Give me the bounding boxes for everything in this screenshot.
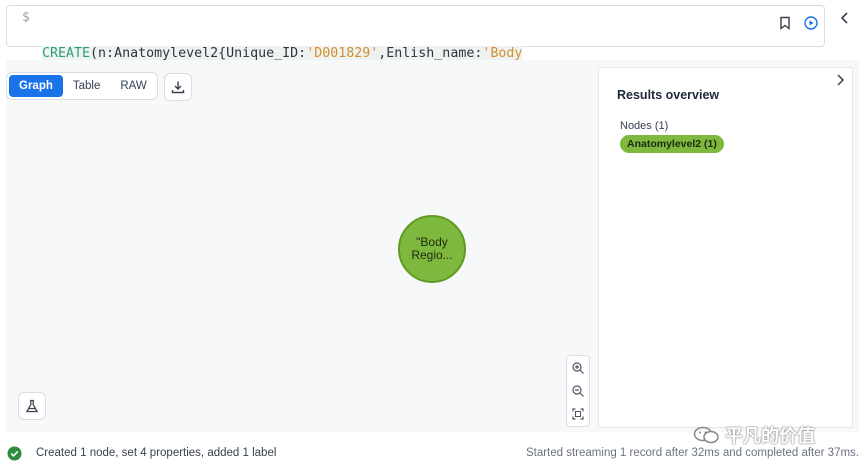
node-caption-line2: Regio... bbox=[411, 248, 453, 262]
flask-icon bbox=[25, 399, 39, 413]
query-token: 'Body bbox=[482, 46, 523, 61]
chevron-right-icon[interactable] bbox=[835, 73, 847, 87]
download-icon bbox=[171, 81, 185, 94]
zoom-in-icon[interactable] bbox=[571, 361, 585, 375]
tab-raw[interactable]: RAW bbox=[120, 80, 147, 92]
flask-button[interactable] bbox=[18, 392, 46, 420]
tab-graph[interactable]: Graph bbox=[9, 75, 63, 97]
run-icon[interactable] bbox=[804, 16, 818, 30]
overview-title: Results overview bbox=[617, 88, 720, 102]
status-timing: Started streaming 1 record after 32ms an… bbox=[525, 447, 859, 459]
success-check-icon bbox=[7, 446, 22, 461]
node-caption-line1: "Body bbox=[416, 235, 448, 249]
query-token: CREATE bbox=[42, 46, 91, 61]
tab-table[interactable]: Table bbox=[72, 80, 101, 92]
chevron-left-icon[interactable] bbox=[838, 10, 852, 26]
nodes-count-label: Nodes (1) bbox=[620, 120, 669, 132]
query-token-group: CREATE(n:Anatomylevel2{Unique_ID:'D00182… bbox=[42, 46, 523, 61]
query-token: 'D001829' bbox=[306, 46, 379, 61]
fit-view-icon[interactable] bbox=[571, 407, 585, 421]
node-label-chip[interactable]: Anatomylevel2 (1) bbox=[620, 135, 724, 153]
download-button[interactable] bbox=[164, 73, 192, 101]
result-frame: Graph Table RAW "Body Regio... bbox=[6, 60, 859, 432]
watermark: 平凡的价值 bbox=[693, 423, 815, 447]
prompt-symbol: $ bbox=[22, 10, 30, 25]
status-message: Created 1 node, set 4 properties, added … bbox=[36, 447, 277, 459]
query-token: (n:Anatomylevel2{Unique_ID: bbox=[90, 46, 307, 61]
graph-node[interactable]: "Body Regio... bbox=[398, 215, 466, 283]
zoom-controls bbox=[566, 355, 590, 427]
watermark-text: 平凡的价值 bbox=[725, 426, 815, 447]
wechat-icon bbox=[693, 426, 719, 444]
graph-canvas[interactable]: Graph Table RAW "Body Regio... bbox=[6, 60, 596, 432]
results-overview-panel: Results overview Nodes (1) Anatomylevel2… bbox=[598, 67, 853, 428]
query-token: ,Enlish_name: bbox=[378, 46, 483, 61]
query-editor[interactable]: $ CREATE(n:Anatomylevel2{Unique_ID:'D001… bbox=[6, 5, 825, 115]
bookmark-icon[interactable] bbox=[778, 16, 792, 30]
query-line-1: CREATE(n:Anatomylevel2{Unique_ID:'D00182… bbox=[42, 45, 777, 63]
zoom-out-icon[interactable] bbox=[571, 384, 585, 398]
view-toggle: Graph Table RAW bbox=[6, 72, 158, 100]
